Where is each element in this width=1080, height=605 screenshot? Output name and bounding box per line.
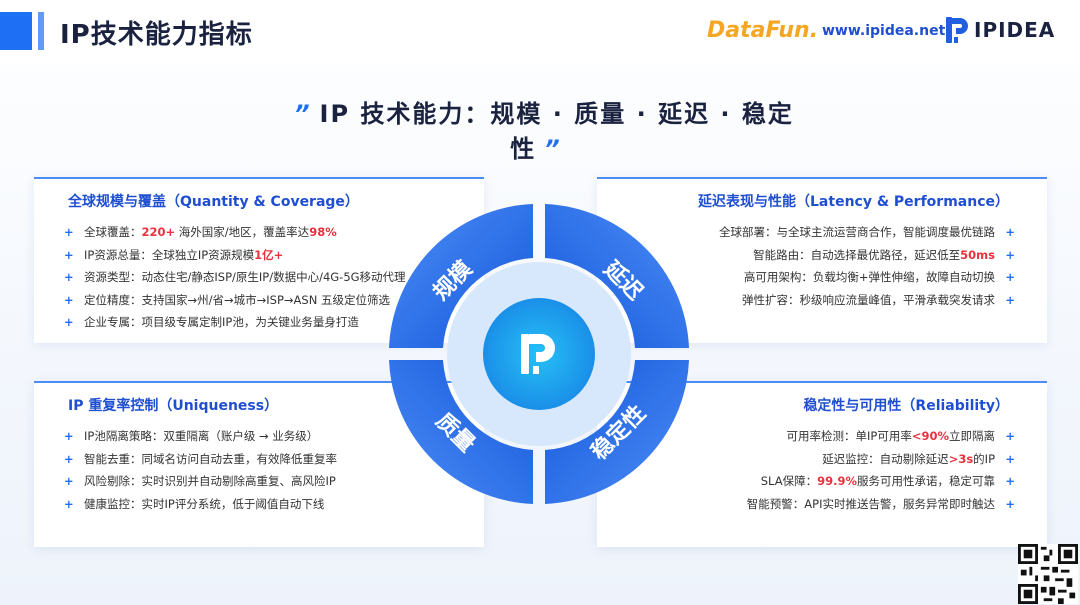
plus-icon: +	[64, 429, 74, 443]
uniqueness-card-title: IP 重复率控制（Uniqueness）	[68, 398, 279, 414]
coverage-card-title: 全球规模与覆盖（Quantity & Coverage）	[68, 194, 359, 210]
plus-icon: +	[1005, 496, 1015, 511]
header: IP技术能力指标 DataFun. www.ipidea.net IPIDEA	[0, 0, 1080, 64]
coverage-list: + 全球覆盖：220+ 海外国家/地区，覆盖率达98% + IP资源总量：全球独立IP…	[64, 221, 406, 334]
highlight-value: 98%	[309, 225, 337, 239]
site-url: www.ipidea.net	[822, 23, 946, 39]
list-item: + 定位精度：支持国家→州/省→城市→ISP→ASN 五级定位筛选	[64, 289, 406, 312]
plus-icon: +	[64, 225, 74, 239]
plus-icon: +	[1005, 292, 1015, 307]
banner-text: IP 技术能力：规模 · 质量 · 延迟 · 稳定性	[319, 100, 794, 163]
item-text: 服务可用性承诺，稳定可靠	[857, 474, 995, 488]
datafun-logo: DataFun.	[707, 18, 818, 43]
page-title: IP技术能力指标	[60, 20, 253, 50]
list-item: 可用率检测：单IP可用率<90%立即隔离 +	[747, 425, 1016, 448]
item-text: 延迟监控：自动剔除延迟	[822, 451, 949, 466]
brand-name: IPIDEA	[974, 18, 1056, 42]
plus-icon: +	[1005, 225, 1015, 239]
plus-icon: +	[1005, 429, 1015, 443]
item-text: 立即隔离	[949, 429, 995, 443]
item-text: 全球覆盖：	[84, 225, 142, 239]
plus-icon: +	[64, 315, 74, 329]
reliability-list: 可用率检测：单IP可用率<90%立即隔离+延迟监控：自动剔除延迟>3s的IP+S…	[747, 425, 1015, 515]
list-item: + IP池隔离策略：双重隔离（账户级 → 业务级）	[64, 425, 337, 448]
list-item: 高可用架构：负载均衡+弹性伸缩，故障自动切换 +	[719, 266, 1015, 289]
item-text: 智能去重：同域名访问自动去重，有效降低重复率	[84, 451, 337, 466]
item-text: SLA保障：	[760, 474, 818, 488]
item-text: 高可用架构：负载均衡+弹性伸缩，故障自动切换	[743, 270, 995, 284]
list-item: + 健康监控：实时IP评分系统，低于阈值自动下线	[64, 493, 337, 516]
list-item: 弹性扩容：秒级响应流量峰值，平滑承载突发请求 +	[719, 289, 1015, 312]
item-text: 可用率检测：单IP可用率	[786, 429, 912, 443]
plus-icon: +	[64, 451, 74, 466]
plus-icon: +	[64, 270, 74, 284]
header-accent-bar-thin	[38, 12, 44, 50]
plus-icon: +	[64, 247, 74, 262]
ipidea-logo-icon	[946, 17, 968, 43]
qr-code-icon	[1018, 544, 1078, 604]
highlight-value: <90%	[911, 429, 949, 443]
item-text: 风险剔除：实时识别并自动剔除高重复、高风险IP	[84, 474, 336, 488]
item-text: 全球部署：与全球主流运营商合作，智能调度最优链路	[719, 225, 995, 239]
item-text: 资源类型：动态住宅/静态ISP/原生IP/数据中心/4G-5G移动代理	[84, 270, 406, 284]
reliability-card-title: 稳定性与可用性（Reliability）	[803, 398, 1009, 414]
latency-list: 全球部署：与全球主流运营商合作，智能调度最优链路+智能路由：自动选择最优路径，延…	[719, 221, 1015, 311]
list-item: + 企业专属：项目级专属定制IP池，为关键业务量身打造	[64, 311, 406, 334]
list-item: + 智能去重：同域名访问自动去重，有效降低重复率	[64, 448, 337, 471]
ring-segment-scale	[389, 204, 533, 348]
list-item: 全球部署：与全球主流运营商合作，智能调度最优链路 +	[719, 221, 1015, 244]
ipidea-center-logo-icon	[521, 334, 555, 374]
list-item: 智能预警：API实时推送告警，服务异常即时触达 +	[747, 493, 1015, 516]
list-item: 延迟监控：自动剔除延迟>3s的IP +	[747, 448, 1015, 471]
item-text: 定位精度：支持国家→州/省→城市→ISP→ASN 五级定位筛选	[84, 292, 390, 307]
list-item: SLA保障：99.9%服务可用性承诺，稳定可靠 +	[747, 470, 1015, 493]
plus-icon: +	[1005, 474, 1015, 488]
item-text: 智能路由：自动选择最优路径，延迟低至	[753, 247, 961, 262]
ring-segment-latency	[545, 204, 689, 348]
highlight-value: 50ms	[960, 247, 995, 262]
capability-ring-diagram: 规模 延迟 质量 稳定性	[389, 204, 689, 504]
highlight-value: 99.9%	[817, 474, 857, 488]
item-text: IP池隔离策略：双重隔离（账户级 → 业务级）	[84, 429, 319, 443]
uniqueness-list: + IP池隔离策略：双重隔离（账户级 → 业务级） + 智能去重：同域名访问自动去重，…	[64, 425, 337, 515]
item-text: 健康监控：实时IP评分系统，低于阈值自动下线	[84, 496, 325, 511]
plus-icon: +	[1005, 451, 1015, 466]
item-text: 的IP	[973, 451, 995, 466]
list-item: + 全球覆盖：220+ 海外国家/地区，覆盖率达98%	[64, 221, 406, 244]
latency-card-title: 延迟表现与性能（Latency & Performance）	[698, 194, 1009, 210]
coverage-card: 全球规模与覆盖（Quantity & Coverage） + 全球覆盖：220+ …	[34, 177, 484, 343]
list-item: + 风险剔除：实时识别并自动剔除高重复、高风险IP	[64, 470, 337, 493]
item-text: 智能预警：API实时推送告警，服务异常即时触达	[746, 496, 995, 511]
header-accent-bar	[0, 12, 32, 50]
plus-icon: +	[64, 474, 74, 488]
ring-segment-quality	[389, 360, 533, 504]
close-quote-mark: ”	[544, 135, 562, 163]
datafun-logo-text: DataFun.	[707, 18, 819, 43]
item-text: IP资源总量：全球独立IP资源规模	[84, 247, 255, 262]
open-quote-mark: ”	[294, 100, 312, 128]
highlight-value: >3s	[948, 451, 974, 466]
item-text: 海外国家/地区，覆盖率达	[175, 225, 310, 239]
plus-icon: +	[1005, 247, 1015, 262]
plus-icon: +	[1005, 270, 1015, 284]
list-item: + 资源类型：动态住宅/静态ISP/原生IP/数据中心/4G-5G移动代理	[64, 266, 406, 289]
highlight-value: 220+	[141, 225, 176, 239]
item-text: 企业专属：项目级专属定制IP池，为关键业务量身打造	[84, 315, 359, 329]
section-banner: ”IP 技术能力：规模 · 质量 · 延迟 · 稳定性”	[270, 94, 810, 164]
highlight-value: 1亿+	[254, 247, 284, 262]
list-item: + IP资源总量：全球独立IP资源规模1亿+	[64, 244, 406, 267]
list-item: 智能路由：自动选择最优路径，延迟低至50ms +	[719, 244, 1015, 267]
ring-segment-stability	[545, 360, 689, 504]
item-text: 弹性扩容：秒级响应流量峰值，平滑承载突发请求	[742, 292, 995, 307]
plus-icon: +	[64, 496, 74, 511]
plus-icon: +	[64, 292, 74, 307]
